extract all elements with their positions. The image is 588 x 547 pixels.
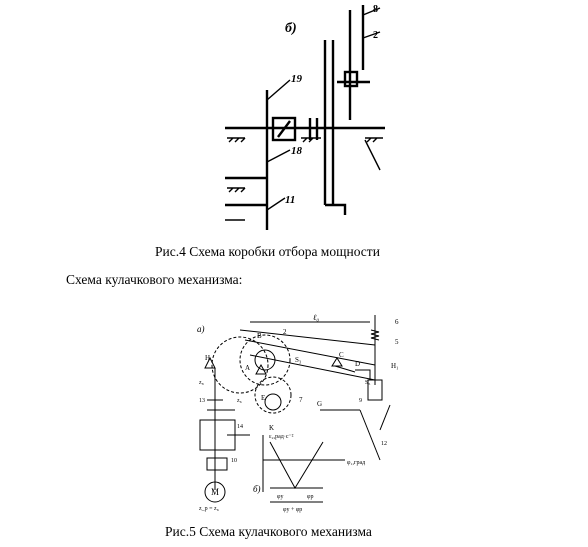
fig5-label-phi-y: φу (277, 494, 283, 500)
figure-4-gearbox-scheme: б) 8 2 19 18 11 (225, 4, 385, 230)
fig5-label-d: D (355, 360, 360, 368)
fig5-label-epsilon: ε₂,рад·с⁻² (269, 434, 294, 440)
fig5-label-z8: z₈ (199, 380, 204, 386)
fig5-label-phi-sum: φу + φр (283, 507, 302, 513)
fig5-label-5: 5 (395, 338, 399, 346)
figure-4-caption: Рис.4 Схема коробки отбора мощности (155, 244, 380, 259)
fig5-label-phi-p: φр (307, 494, 313, 500)
fig5-label-s3: S₃ (295, 356, 302, 364)
fig5-label-s5: S₅ (365, 380, 370, 386)
fig5-label-m: M (211, 487, 219, 497)
fig4-label-2: 2 (373, 30, 378, 41)
fig5-label-c: C (339, 351, 344, 359)
fig5-part-a-label: а) (197, 324, 205, 334)
fig5-label-zp: z_р = z₆ (199, 506, 219, 512)
fig5-label-13: 13 (199, 398, 205, 404)
fig5-label-h: H (205, 354, 210, 362)
fig5-label-2: 2 (283, 328, 287, 336)
fig5-label-k: K (269, 424, 274, 432)
figure-5-cam-mechanism-scheme: а) б) ℓ₀ 6 5 H₁ B 2 A S₃ C D S₅ H z₈ 13 … (197, 313, 399, 513)
figure-5-caption: Рис.5 Схема кулачкового механизма (165, 524, 372, 539)
fig5-label-7: 7 (299, 396, 303, 404)
fig5-label-h1: H₁ (391, 362, 399, 370)
figure-4-part-label: б) (285, 21, 297, 36)
fig5-label-g: G (317, 400, 322, 408)
fig5-label-6: 6 (395, 318, 399, 326)
fig5-label-14: 14 (237, 424, 243, 430)
fig5-label-z6: z₆ (237, 398, 242, 404)
fig5-part-b-label: б) (253, 484, 261, 494)
fig5-label-12: 12 (381, 441, 387, 447)
fig5-label-phi-axis: φ₁,град (347, 460, 365, 466)
fig4-label-18: 18 (291, 145, 303, 157)
fig4-label-11: 11 (285, 194, 295, 206)
fig5-label-10: 10 (231, 458, 237, 464)
fig5-label-b: B (257, 332, 262, 340)
fig4-label-19: 19 (291, 73, 303, 85)
fig5-label-9: 9 (359, 398, 362, 404)
section-heading: Схема кулачкового механизма: (66, 272, 243, 287)
fig5-label-e: E (261, 394, 265, 402)
fig4-label-8: 8 (373, 4, 378, 15)
fig5-label-l0: ℓ₀ (313, 313, 319, 322)
fig5-label-a: A (245, 364, 250, 372)
